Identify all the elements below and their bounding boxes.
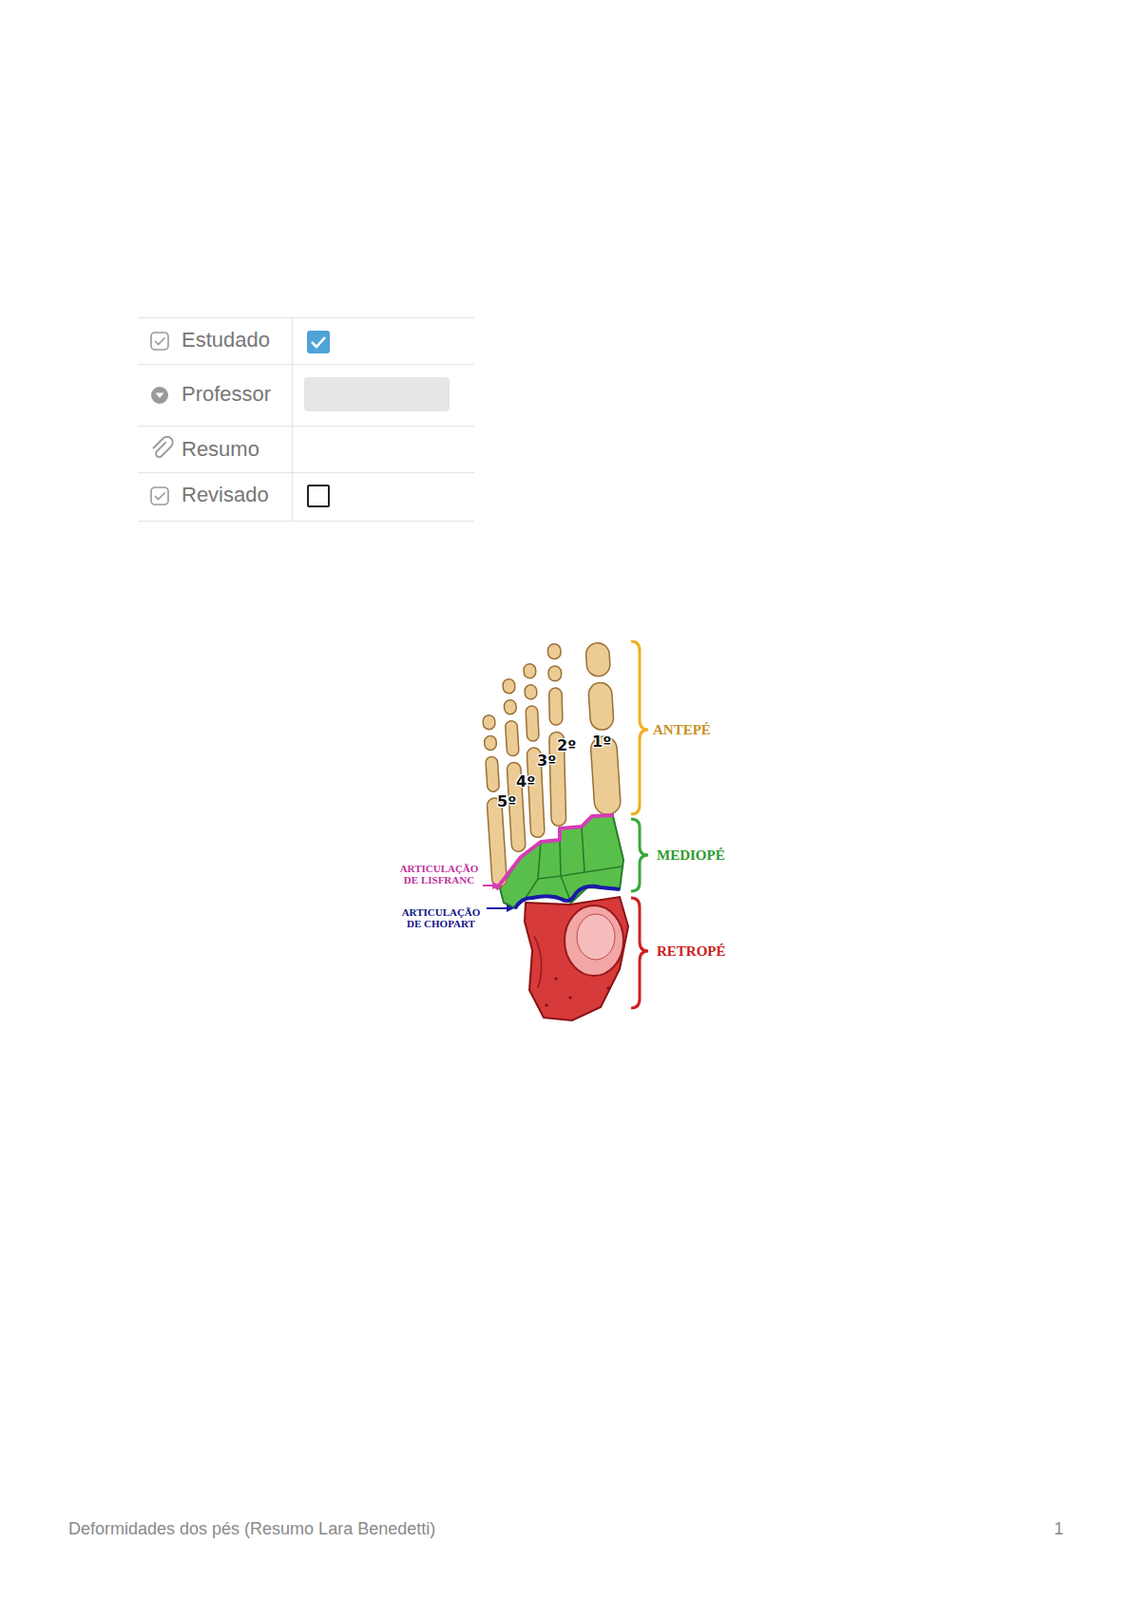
bone-outline	[503, 706, 518, 709]
joint-label: ARTICULAÇÃO DE LISFRANC	[395, 862, 483, 886]
property-table	[137, 317, 475, 522]
bone-outline	[547, 672, 562, 675]
bone-outline	[532, 711, 534, 736]
lisfranc-joint-line	[496, 815, 614, 890]
property-name: Professor	[181, 382, 271, 407]
bone-outline	[483, 742, 498, 745]
page-number: 1	[1054, 1518, 1064, 1540]
bone	[549, 672, 561, 675]
property-name: Revisado	[181, 482, 269, 508]
bone	[586, 654, 610, 665]
forefoot-bones	[488, 650, 608, 880]
bone-outline	[547, 650, 562, 652]
bone	[548, 650, 560, 652]
bone	[491, 763, 494, 786]
empty-select-pill	[304, 377, 450, 412]
hindfoot-bracket	[631, 898, 649, 1009]
lisfranc-arrow	[482, 881, 500, 890]
checked-box	[306, 330, 330, 354]
bone	[494, 805, 499, 881]
bone-outline	[491, 763, 494, 786]
attachment-icon	[153, 437, 173, 458]
bone	[503, 685, 515, 688]
bone	[532, 711, 534, 736]
hindfoot-bones	[524, 897, 629, 1021]
callout-number: 2º	[556, 737, 576, 755]
bone	[484, 742, 496, 745]
bone	[603, 749, 608, 803]
chopart-joint-line	[515, 886, 620, 909]
region-label: ANTEPÉ	[652, 721, 711, 739]
checkbox-icon	[151, 332, 169, 350]
callout-number: 5º	[497, 793, 517, 811]
page-footer: Deformidades dos pés (Resumo Lara Benede…	[68, 1518, 436, 1540]
bone	[504, 706, 516, 709]
bone	[524, 670, 536, 673]
bone	[511, 727, 513, 750]
select-icon	[151, 386, 169, 404]
bone-outline	[511, 727, 513, 750]
bone	[483, 721, 495, 724]
forefoot-bracket	[631, 641, 649, 815]
bone-outline	[603, 749, 608, 803]
bone-outline	[585, 654, 612, 665]
callout-number: 4º	[516, 773, 536, 791]
property-name: Estudado	[181, 327, 270, 353]
bone-outline	[600, 694, 603, 719]
checkbox-icon	[151, 487, 169, 505]
midfoot-bracket	[631, 819, 649, 892]
region-label: MEDIOPÉ	[656, 846, 726, 864]
region-label: RETROPÉ	[656, 942, 727, 960]
bone	[525, 690, 537, 694]
bone-outline	[481, 721, 496, 724]
bone-outline	[494, 805, 499, 881]
bone-outline	[501, 685, 516, 688]
property-name: Resumo	[181, 437, 260, 462]
chopart-arrow	[486, 904, 515, 913]
callout-number: 3º	[536, 752, 556, 770]
bone-outline	[548, 694, 564, 720]
bone-outline	[522, 670, 537, 673]
joint-label: ARTICULAÇÃO DE CHOPART	[397, 906, 485, 930]
bone	[600, 694, 603, 719]
bone	[549, 694, 562, 720]
bone-outline	[523, 690, 537, 694]
unchecked-box	[307, 485, 329, 507]
callout-number: 1º	[592, 733, 612, 751]
